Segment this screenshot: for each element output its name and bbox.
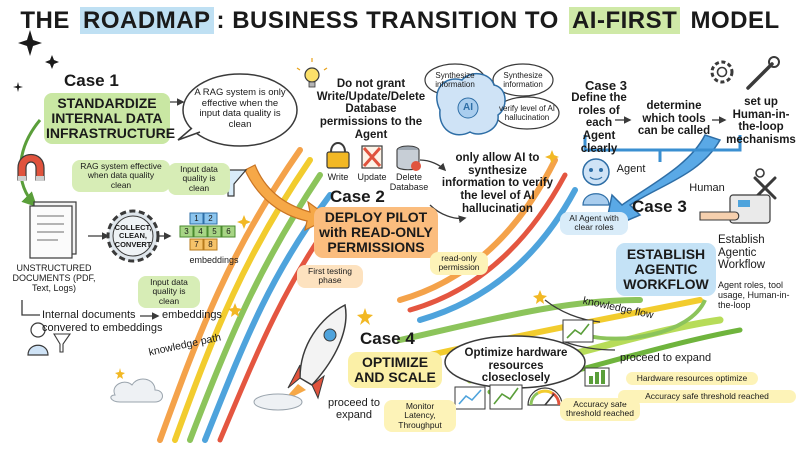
title-part5: MODEL: [683, 7, 780, 34]
page-title: THE ROADMAP: BUSINESS TRANSITION TO AI-F…: [0, 7, 800, 34]
case2-label: Case 2: [330, 187, 385, 206]
gear-icon: [710, 60, 734, 84]
block-6: 6: [226, 227, 231, 236]
documents-icon: [29, 201, 77, 259]
case1-label: Case 1: [64, 71, 119, 90]
case1-headline: STANDARDIZE INTERNAL DATA INFRASTRUCTURE: [44, 93, 175, 145]
case4-hw-tag: Hardware resources optimize: [626, 372, 758, 386]
chart-icons: [454, 319, 610, 410]
path-red-2: [407, 172, 568, 313]
connectors: [21, 98, 727, 351]
path-orange-1: [157, 147, 303, 443]
synth-bubble-right-text: Synthesize information: [503, 71, 543, 89]
sparkle-icon: [13, 30, 59, 92]
case2-headline: DEPLOY PILOT with READ-ONLY PERMISSIONS: [314, 207, 438, 259]
rocket-icon: [253, 303, 347, 411]
hand-icon: [699, 194, 771, 224]
human-label: Human: [689, 182, 725, 194]
block-1: 1: [194, 214, 199, 223]
delete-label: Delete Database: [389, 172, 429, 193]
case3-headline: ESTABLISH AGENTIC WORKFLOW: [616, 243, 716, 297]
case3-determine-text: determine which tools can be called: [637, 100, 711, 138]
robot-icon: [582, 158, 610, 206]
case4-optimize-bubble-text: Optimize hardware resources closeclosely: [464, 347, 568, 385]
case4-label: Case 4: [360, 329, 415, 348]
process-gear-label: COLLECT, CLEAN, CONVERT: [114, 223, 152, 249]
flow-tail-label: convered to embeddings: [42, 322, 163, 334]
brain-icon: [436, 73, 506, 136]
gauge-icon: [527, 387, 563, 406]
update-label: Update: [357, 172, 387, 182]
case2-readonly-tag: read-only permission: [430, 252, 488, 275]
agent-label: Agent: [616, 163, 646, 175]
case4-headline: OPTIMIZE AND SCALE: [348, 352, 442, 389]
agent-tag: AI Agent with clear roles: [560, 212, 628, 235]
database-icon: [396, 145, 421, 171]
embeddings-label: embeddings: [189, 255, 239, 265]
path-blue-2: [417, 187, 578, 323]
case4-acc-tag2: Accuracy safe threshold reached: [618, 390, 796, 404]
title-part4: AI-FIRST: [568, 7, 681, 34]
embedding-blocks: [179, 212, 236, 251]
process-gear-icon: [106, 209, 160, 263]
block-7: 7: [194, 240, 199, 249]
star-icon: [115, 290, 547, 379]
synth-bubble-left-text: Synthesize information: [435, 71, 475, 89]
case3-define-text: Define the roles of each Agent clearly: [571, 92, 627, 155]
worker-icon: [27, 322, 72, 356]
unstructured-docs-label: UNSTRUCTURED DOCUMENTS (PDF, Text, Logs): [12, 263, 96, 294]
case1-input-tag-bottom: Input data quality is clean: [138, 276, 200, 309]
case4-proceed-right: proceed to expand: [620, 352, 712, 364]
title-part1: THE: [20, 7, 78, 34]
case3-roles-text: Agent roles, tool usage, Human-in-the-lo…: [718, 280, 790, 311]
path-yellow-1: [172, 157, 313, 443]
bulb-icon: [296, 58, 328, 88]
case2-first-tag: First testing phase: [297, 265, 363, 288]
case3-top-label: Case 3: [585, 78, 627, 93]
block-5: 5: [212, 227, 217, 236]
title-part2: ROADMAP: [80, 7, 214, 34]
case3-bracket: [583, 135, 742, 162]
case4-accuracy-tag: Accuracy safe threshold reached: [560, 398, 640, 421]
cloud-icon: [110, 378, 163, 403]
write-label: Write: [327, 172, 349, 182]
block-3: 3: [184, 227, 189, 236]
rag-bubble-shape: [182, 73, 298, 147]
block-2: 2: [208, 214, 213, 223]
magnet-icon: [17, 153, 45, 181]
case3-establish-text: Establish Agentic Workflow: [718, 234, 766, 272]
case1-rag-bubble: A RAG system is only effective when the …: [194, 87, 286, 130]
block-4: 4: [198, 227, 203, 236]
only-ai-text: only allow AI to synthesize information …: [441, 152, 554, 215]
block-8: 8: [208, 240, 213, 249]
synth-bubble-right: [492, 63, 554, 97]
case3-label: Case 3: [632, 197, 687, 216]
case1-input-tag-top: Input data quality is clean: [168, 163, 230, 196]
case4-proceed-left: proceed to expand: [328, 397, 380, 422]
orange-arrow-case2: [244, 164, 332, 232]
tools-icon: [753, 168, 777, 200]
permissions-text: Do not grant Write/Update/Delete Databas…: [316, 78, 426, 141]
verify-bubble-text: verify level of AI hallucination: [498, 104, 556, 122]
lock-icon: [326, 142, 350, 169]
title-part3: : BUSINESS TRANSITION TO: [216, 7, 566, 34]
brain-ai-label: AI: [463, 102, 473, 113]
case3-setup-text: set up Human-in-the-loop mechanisms: [726, 96, 796, 146]
path-orange-2: [397, 157, 558, 303]
update-icon: [361, 145, 383, 169]
green-right-arc: [584, 299, 707, 341]
wrench-icon: [746, 56, 780, 90]
path-green-2: [397, 297, 643, 343]
case1-rag-tag: RAG system effective when data quality c…: [72, 160, 170, 193]
flow-right-label: embeddings: [162, 309, 222, 321]
case4-monitor-tag: Monitor Latency, Throughput: [384, 400, 456, 433]
flow-left-label: Internal documents: [42, 309, 136, 321]
